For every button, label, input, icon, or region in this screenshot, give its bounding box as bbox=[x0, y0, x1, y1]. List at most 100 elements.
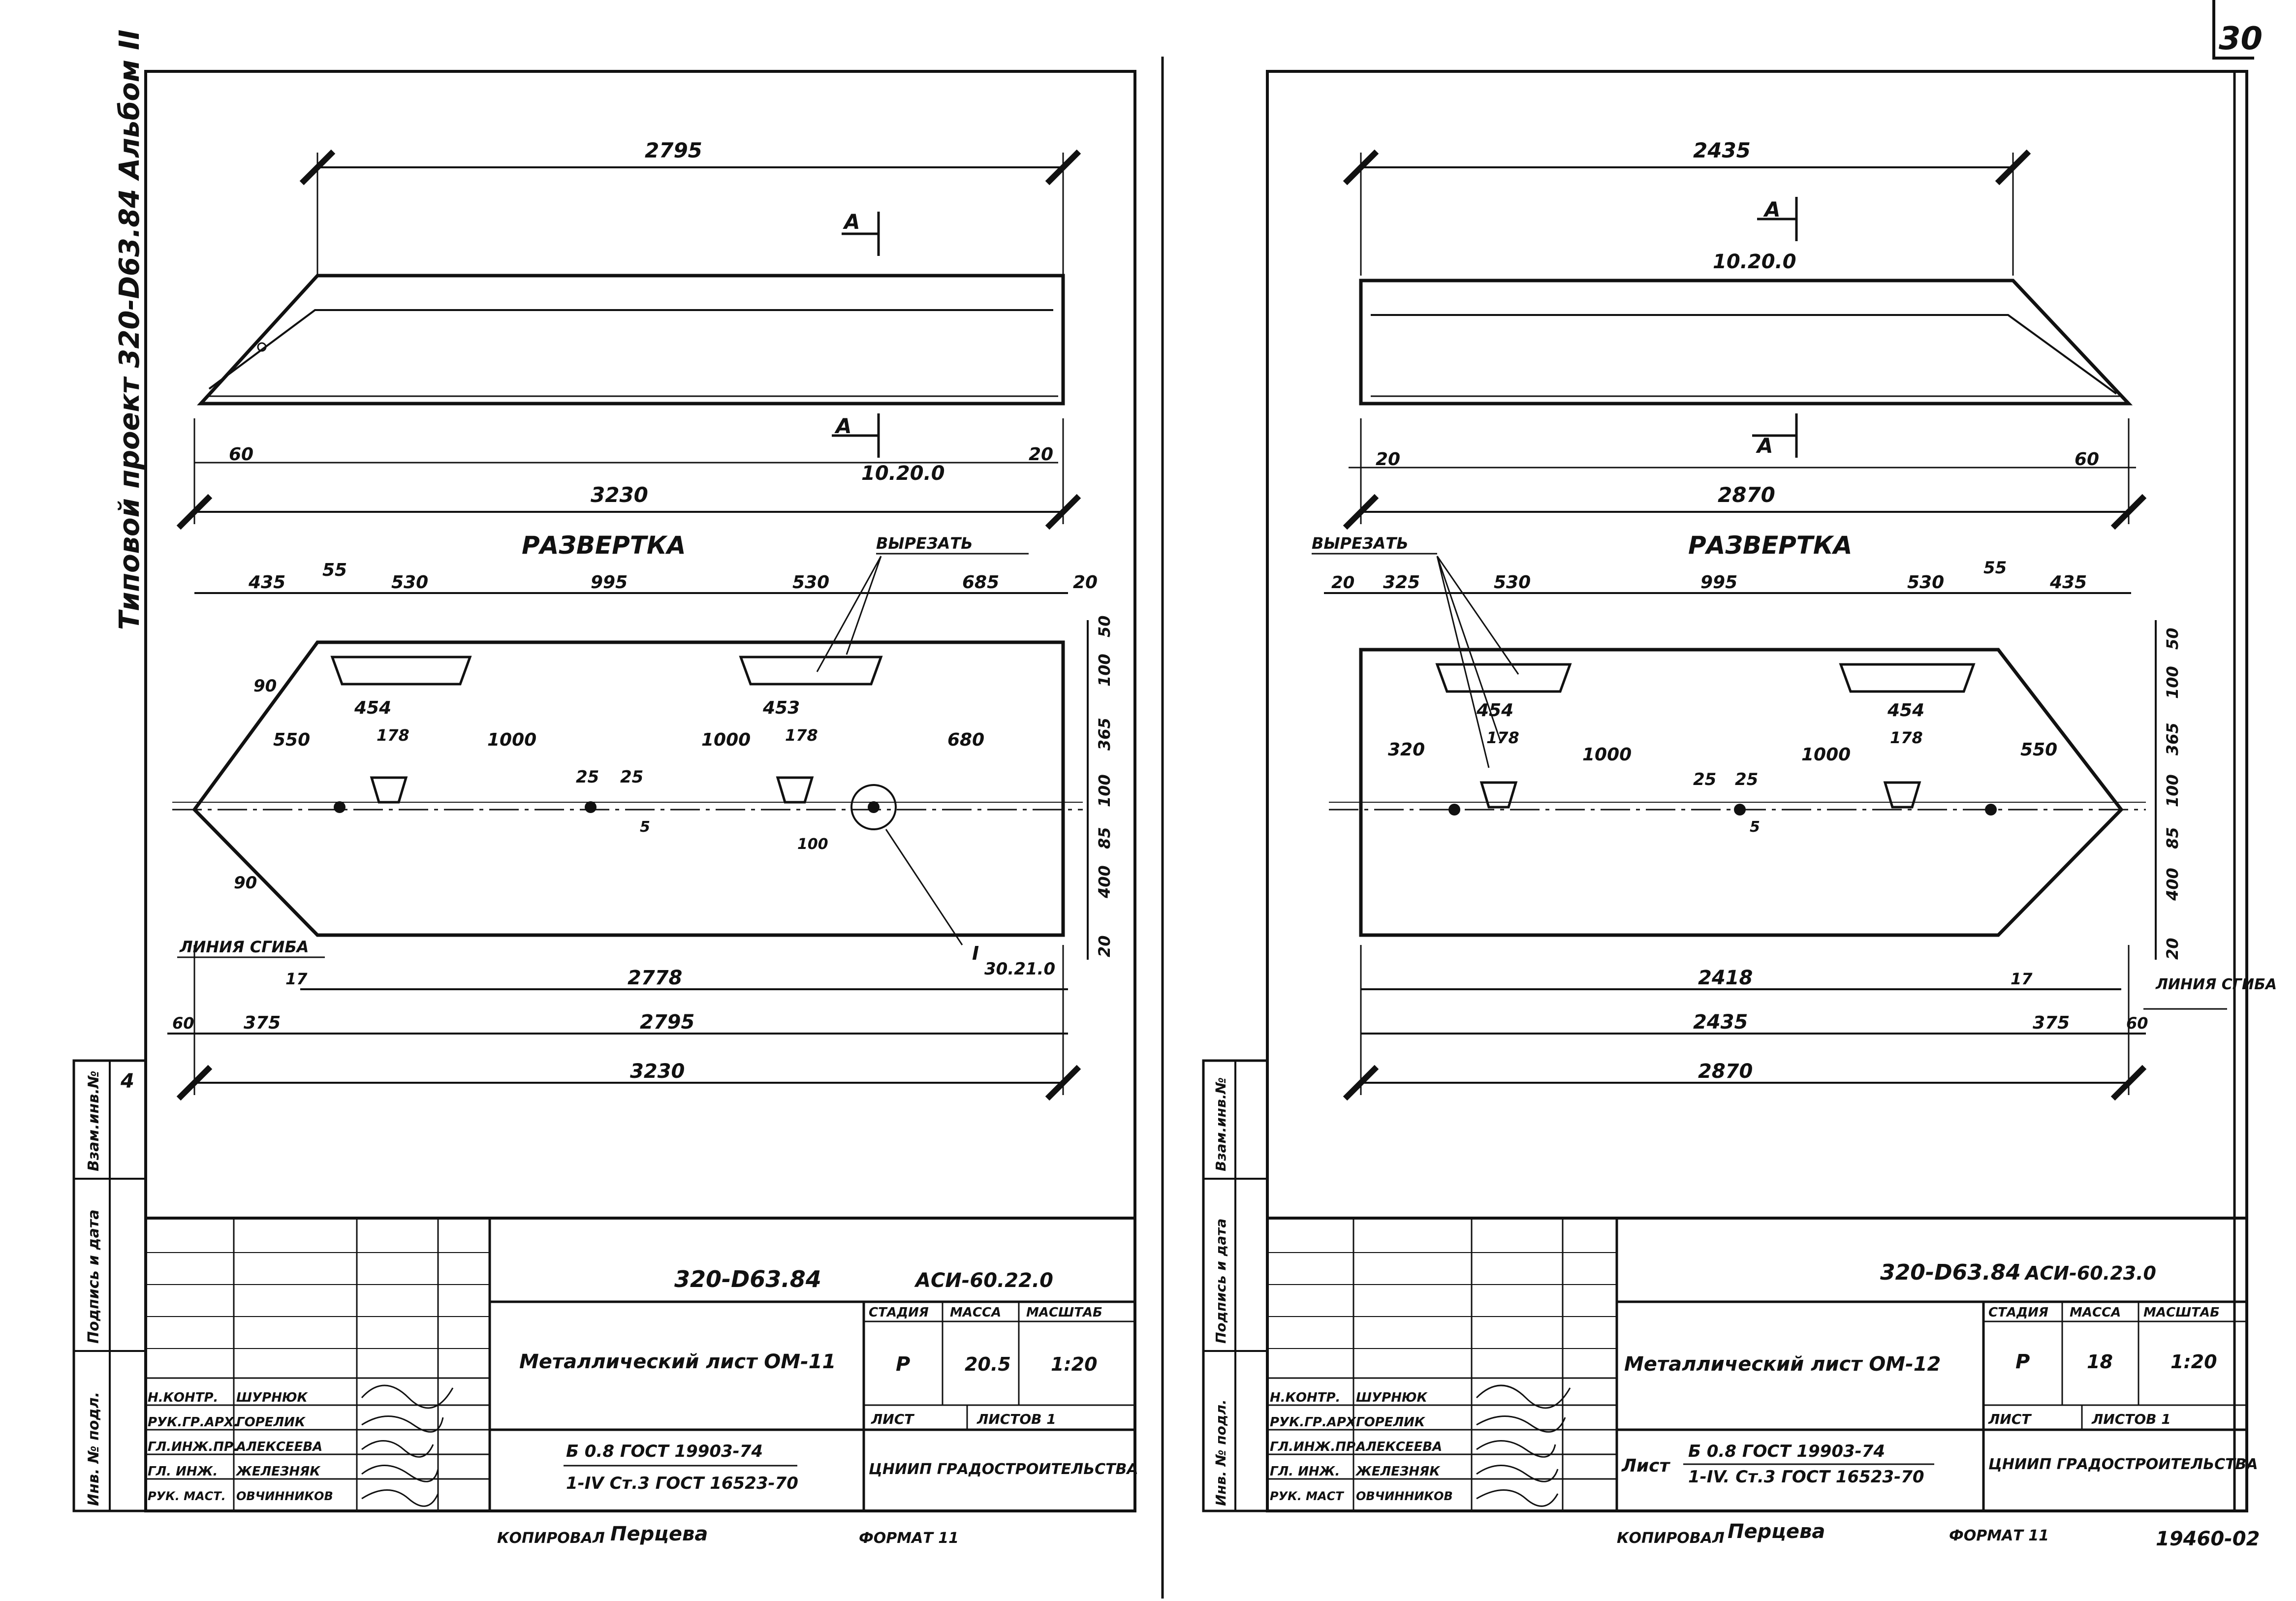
section-ref-r: 10.20.0 bbox=[1713, 251, 1796, 273]
dim-25-b-r: 25 bbox=[1735, 770, 1758, 789]
signature-5-r bbox=[1476, 1489, 1559, 1507]
copied-label-r: КОПИРОВАЛ bbox=[1617, 1530, 1725, 1547]
hole-2 bbox=[585, 801, 597, 813]
role-2-r: РУК.ГР.АРХ. bbox=[1270, 1415, 1361, 1430]
right-dim-2-r: 100 bbox=[2163, 666, 2182, 699]
role-1-r: Н.КОНТР. bbox=[1270, 1390, 1340, 1405]
stage-header-r: СТАДИЯ bbox=[1988, 1305, 2048, 1320]
dim-100: 100 bbox=[797, 836, 828, 853]
right-dim-1: 50 bbox=[1095, 615, 1114, 637]
right-dim-7: 20 bbox=[1095, 935, 1114, 957]
person-1: ШУРНЮК bbox=[236, 1390, 309, 1405]
scale-value-r: 1:20 bbox=[2170, 1351, 2217, 1373]
sheet-left-side-view: 2795 A A 10.20.0 60 20 3230 bbox=[176, 138, 1081, 530]
scale-header-r: МАСШТАБ bbox=[2143, 1305, 2220, 1320]
section-mark-bottom-r: A bbox=[1756, 434, 1773, 458]
hole-3 bbox=[868, 801, 880, 813]
stamp-inv-label: Инв. № подл. bbox=[85, 1392, 102, 1506]
org-name: ЦНИИП ГРАДОСТРОИТЕЛЬСТВА bbox=[869, 1461, 1138, 1478]
role-4-r: ГЛ. ИНЖ. bbox=[1270, 1464, 1340, 1479]
person-4: ЖЕЛЕЗНЯК bbox=[235, 1464, 321, 1479]
right-dim-7-r: 20 bbox=[2163, 938, 2182, 960]
slot-width-2: 453 bbox=[762, 698, 800, 718]
signature-5 bbox=[361, 1489, 439, 1507]
dim-1000-a: 1000 bbox=[487, 730, 536, 750]
right-dim-6-r: 400 bbox=[2163, 868, 2182, 901]
top-dim-3-r: 530 bbox=[1494, 572, 1531, 593]
bottom-dim-17: 17 bbox=[285, 970, 308, 988]
bottom-dim-60-r: 60 bbox=[2126, 1014, 2148, 1033]
fold-line-label-r: ЛИНИЯ СГИБА bbox=[2155, 976, 2277, 993]
signature-2 bbox=[361, 1415, 444, 1433]
cutout-label: ВЫРЕЗАТЬ bbox=[876, 534, 973, 553]
sheet-right-stamp-column: Инв. № подл. Подпись и дата Взам.инв.№ bbox=[1202, 1059, 1269, 1512]
person-5: ОВЧИННИКОВ bbox=[236, 1489, 333, 1503]
unfold-title: РАЗВЕРТКА bbox=[522, 531, 686, 560]
person-5-r: ОВЧИННИКОВ bbox=[1356, 1489, 1453, 1503]
material-2: 1-IV Ст.3 ГОСТ 16523-70 bbox=[566, 1474, 798, 1493]
stage-header: СТАДИЯ bbox=[869, 1305, 929, 1320]
sheet-left-frame bbox=[144, 70, 1136, 1512]
mass-header-r: МАССА bbox=[2070, 1305, 2121, 1320]
hole-r-2 bbox=[1734, 804, 1746, 816]
org-name-r: ЦНИИП ГРАДОСТРОИТЕЛЬСТВА bbox=[1988, 1456, 2258, 1473]
bottom-dim-375: 375 bbox=[244, 1013, 281, 1033]
angle-90-bottom: 90 bbox=[234, 873, 257, 893]
stamp-signature-label-2: Подпись и дата bbox=[1213, 1219, 1229, 1344]
role-4: ГЛ. ИНЖ. bbox=[148, 1464, 218, 1479]
signature-4 bbox=[361, 1465, 439, 1482]
unfold-title-r: РАЗВЕРТКА bbox=[1688, 531, 1852, 560]
top-dim-7-r: 435 bbox=[2049, 572, 2087, 593]
sheet-right-frame bbox=[1266, 70, 2248, 1512]
right-dim-5: 85 bbox=[1095, 827, 1114, 849]
top-dim-5-r: 530 bbox=[1907, 572, 1944, 593]
role-5-r: РУК. МАСТ bbox=[1270, 1489, 1344, 1503]
stage-value: Р bbox=[896, 1353, 910, 1376]
right-dim-4: 100 bbox=[1095, 774, 1114, 807]
small-slot-1: 178 bbox=[377, 726, 409, 745]
hole-r-1 bbox=[1448, 804, 1460, 816]
mass-value-r: 18 bbox=[2087, 1351, 2113, 1373]
dim-right-small: 20 bbox=[1029, 444, 1053, 465]
small-slot-2: 178 bbox=[785, 726, 818, 745]
sheets-label: ЛИСТОВ 1 bbox=[976, 1411, 1056, 1427]
detail-circle bbox=[850, 784, 897, 830]
signature-1-r bbox=[1476, 1384, 1571, 1409]
dim-top: 2795 bbox=[645, 138, 702, 162]
top-dim-7: 20 bbox=[1073, 572, 1098, 593]
sheet-label: ЛИСТ bbox=[871, 1411, 914, 1427]
stage-value-r: Р bbox=[2015, 1350, 2030, 1373]
top-dim-6: 685 bbox=[962, 572, 999, 593]
dim-top-r: 2435 bbox=[1693, 138, 1751, 162]
dim-5: 5 bbox=[640, 818, 650, 836]
role-1: Н.КОНТР. bbox=[148, 1390, 218, 1405]
slot-width-1-r: 454 bbox=[1476, 700, 1513, 721]
top-dim-1-r: 20 bbox=[1331, 573, 1354, 593]
bottom-dim-17-r: 17 bbox=[2011, 970, 2033, 988]
role-3: ГЛ.ИНЖ.ПР. bbox=[148, 1440, 238, 1454]
signature-2-r bbox=[1476, 1415, 1566, 1433]
right-dim-6: 400 bbox=[1095, 865, 1114, 899]
material-1: Б 0.8 ГОСТ 19903-74 bbox=[566, 1442, 763, 1461]
album-side-text: Типовой проект 320-D63.84 Альбом II bbox=[114, 30, 146, 630]
signature-3 bbox=[361, 1440, 434, 1458]
top-dim-1: 435 bbox=[248, 572, 285, 593]
dim-550: 550 bbox=[273, 730, 310, 750]
doc-code: 320-D63.84 bbox=[674, 1266, 821, 1292]
sheet-left-stamp-column: Инв. № подл. Подпись и дата Взам.инв.№ 4 bbox=[72, 1059, 147, 1512]
role-3-r: ГЛ.ИНЖ.ПР. bbox=[1270, 1440, 1360, 1454]
archive-number: 19460-02 bbox=[2156, 1528, 2260, 1550]
dim-5-r: 5 bbox=[1750, 818, 1760, 836]
dim-25-a: 25 bbox=[576, 767, 599, 787]
hole-1 bbox=[334, 801, 346, 813]
copied-name-r: Перцева bbox=[1728, 1520, 1825, 1543]
dim-320-r: 320 bbox=[1388, 740, 1425, 760]
person-2-r: ГОРЕЛИК bbox=[1356, 1415, 1426, 1430]
page-number: 30 bbox=[2219, 21, 2263, 57]
bottom-dim-2870-r: 2870 bbox=[1698, 1060, 1753, 1083]
right-dim-1-r: 50 bbox=[2163, 628, 2182, 650]
hole-r-3 bbox=[1985, 804, 1997, 816]
list-word-r: Лист bbox=[1621, 1456, 1670, 1476]
